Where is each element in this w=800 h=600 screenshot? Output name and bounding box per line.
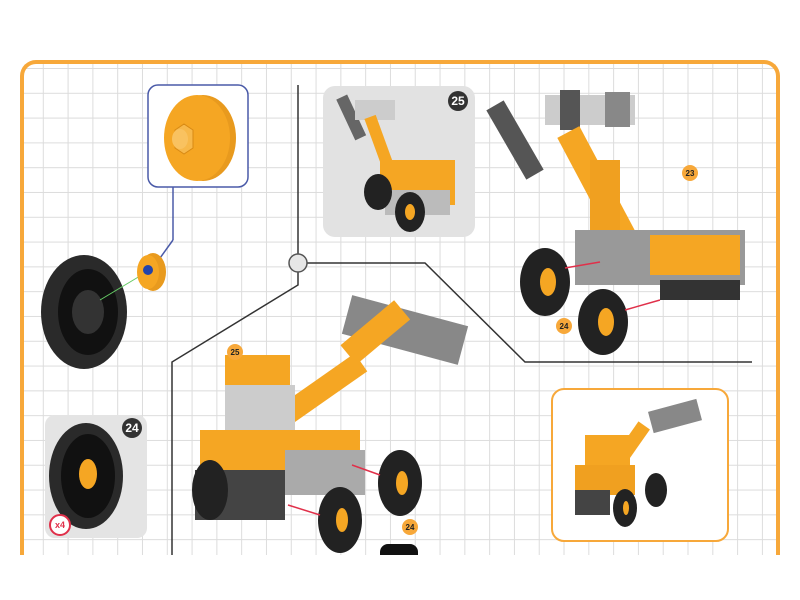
model-preview-small bbox=[336, 94, 455, 232]
part-number-badge: 24 bbox=[122, 418, 142, 438]
small-pulley-icon bbox=[137, 253, 166, 291]
part-number-badge: 24 bbox=[402, 519, 418, 535]
quantity-badge: x4 bbox=[49, 514, 71, 536]
step-dividers bbox=[171, 85, 752, 555]
model-preview-completed bbox=[575, 398, 702, 527]
part-number-badge: 24 bbox=[556, 318, 572, 334]
pulley-icon bbox=[164, 95, 236, 181]
divider-line bbox=[171, 271, 299, 555]
page-bottom-margin bbox=[0, 555, 800, 600]
divider-line bbox=[307, 262, 752, 363]
model-step-23 bbox=[486, 90, 745, 355]
divider-node bbox=[288, 253, 308, 273]
step-number-badge: 25 bbox=[448, 91, 468, 111]
wheel-icon bbox=[41, 255, 127, 369]
part-number-badge: 25 bbox=[227, 344, 243, 360]
model-step-25 bbox=[192, 295, 469, 553]
wheel-icon bbox=[49, 423, 123, 529]
part-number-badge: 23 bbox=[682, 165, 698, 181]
